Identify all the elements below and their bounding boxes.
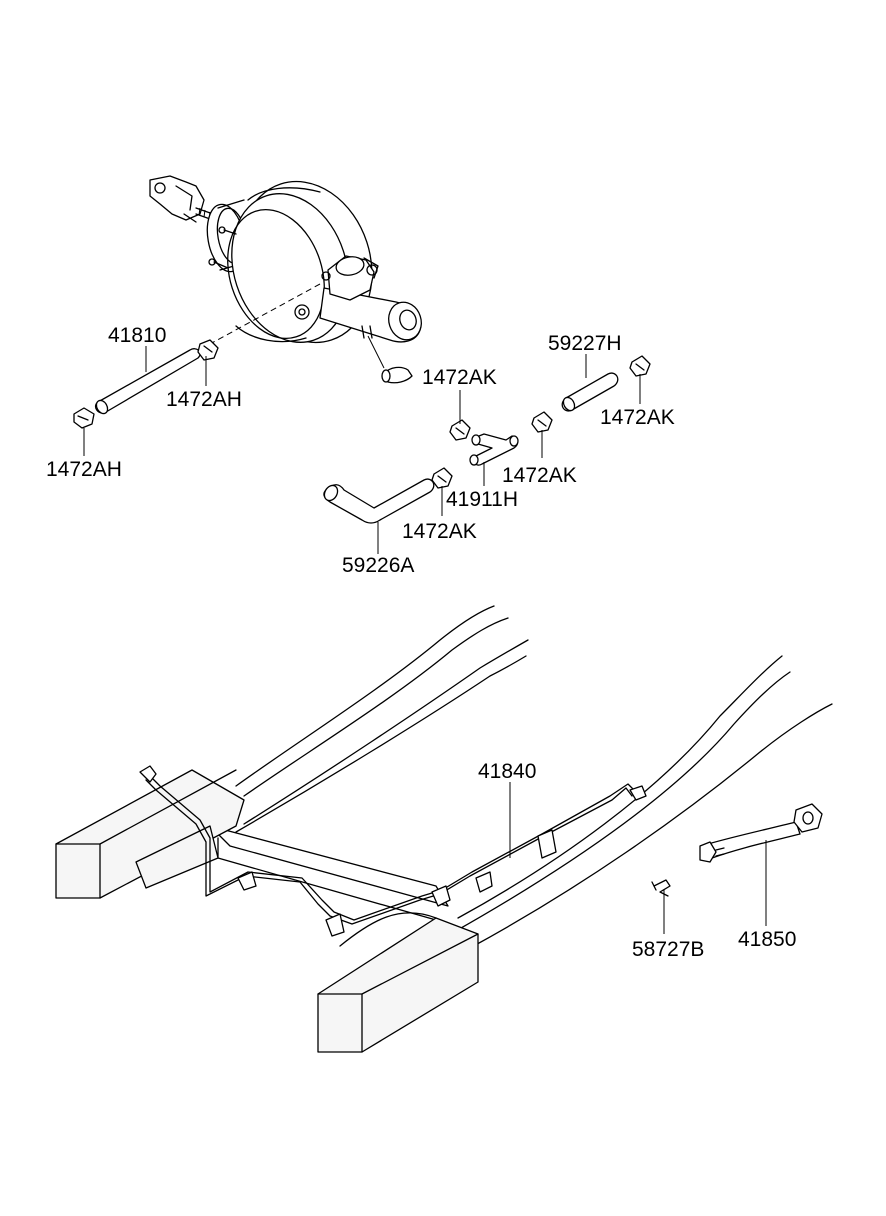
chassis-frame: [55, 605, 833, 1053]
leader-lines: [83, 346, 767, 934]
vacuum-hose-59227H: [561, 372, 619, 412]
callout-59227H: 59227H: [548, 332, 622, 355]
hose-clamp-1472AK-mid: [531, 411, 553, 433]
hose-clamp-1472AH-lower: [73, 407, 95, 429]
callout-1472AK-lower: 1472AK: [402, 520, 477, 543]
callout-1472AK-right: 1472AK: [600, 406, 675, 429]
callout-1472AH-upper: 1472AH: [166, 388, 242, 411]
callout-1472AK-mid: 1472AK: [502, 464, 577, 487]
booster-studs: [208, 226, 237, 269]
hose-clamp-1472AK-upper: [449, 419, 471, 441]
vacuum-hose-59226A: [323, 478, 435, 524]
hose-clamp-1472AK-lower: [431, 467, 453, 489]
hose-clamp-1472AK-right: [629, 355, 651, 377]
callout-41840: 41840: [478, 760, 536, 783]
brake-hose-41850: [699, 803, 823, 863]
callout-1472AH-lower: 1472AH: [46, 458, 122, 481]
callout-41911H: 41911H: [446, 488, 518, 511]
retaining-clip-58727B: [651, 879, 671, 897]
callout-58727B: 58727B: [632, 938, 704, 961]
callout-41810: 41810: [108, 324, 166, 347]
brake-line-41840: [139, 765, 647, 937]
callout-41850: 41850: [738, 928, 796, 951]
vacuum-hose-41810: [94, 348, 201, 415]
callout-labels: 41810 1472AH 1472AH 1472AK 59227H 1472AK…: [46, 324, 796, 961]
tee-connector-41911H: [469, 433, 519, 466]
check-valve-elbow: [361, 325, 413, 384]
master-cylinder: [294, 255, 422, 343]
brake-booster: [149, 175, 422, 384]
callout-59226A: 59226A: [342, 554, 414, 577]
hose-clamp-1472AH-upper: [197, 339, 219, 361]
callout-1472AK-upper: 1472AK: [422, 366, 497, 389]
booster-clevis: [149, 175, 205, 223]
